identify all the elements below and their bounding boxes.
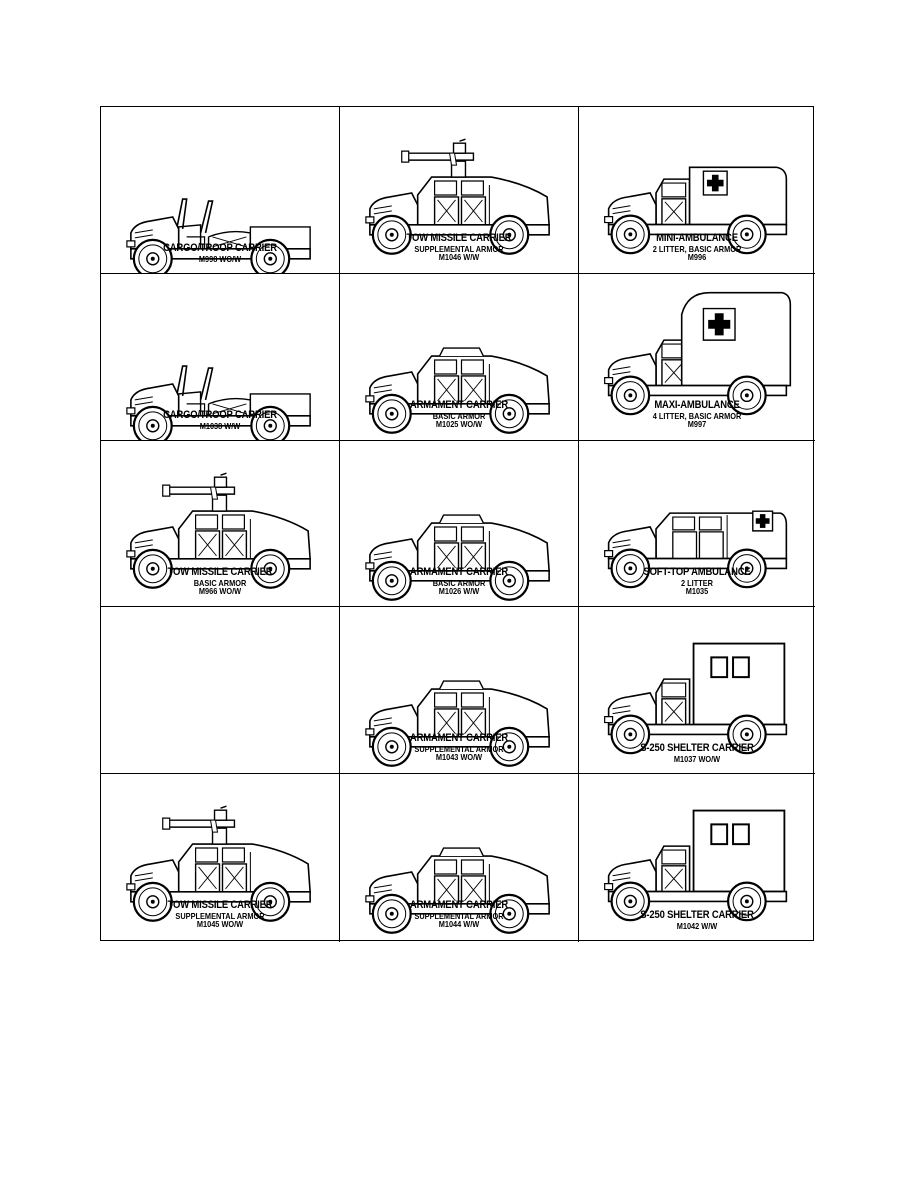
vehicle-illustration xyxy=(579,613,815,763)
vehicle-name: CARGO/TROOP CARRIER xyxy=(163,242,277,254)
vehicle-model: M996 xyxy=(687,252,707,263)
vehicle-config: BASIC ARMOR xyxy=(432,410,486,421)
vehicle-name: SOFT-TOP AMBULANCE xyxy=(643,566,751,578)
vehicle-model: M997 xyxy=(687,419,707,430)
vehicle-model: M1045 WO/W xyxy=(196,919,244,930)
vehicle-config: 4 LITTER, BASIC ARMOR xyxy=(652,410,742,421)
vehicle-name: ARMAMENT CARRIER xyxy=(409,732,509,744)
vehicle-illustration xyxy=(101,780,339,930)
vehicle-model: M1035 xyxy=(685,586,709,597)
vehicle-model: M1026 W/W xyxy=(438,586,480,597)
vehicle-illustration xyxy=(340,459,578,607)
vehicle-illustration xyxy=(579,113,815,263)
vehicle-config: SUPPLEMENTAL ARMOR xyxy=(414,743,504,754)
vehicle-model: M1046 W/W xyxy=(438,252,480,263)
vehicle-name: S-250 SHELTER CARRIER xyxy=(640,909,754,921)
vehicle-illustration xyxy=(101,137,339,273)
vehicle-model: M966 WO/W xyxy=(198,586,242,597)
vehicle-config: BASIC ARMOR xyxy=(432,577,486,588)
vehicle-name: TOW MISSILE CARRIER xyxy=(167,899,273,911)
vehicle-illustration xyxy=(340,292,578,441)
vehicle-model: M998 WO/W xyxy=(198,253,242,264)
vehicle-name: MINI-AMBULANCE xyxy=(656,232,738,244)
vehicle-model: M1037 WO/W xyxy=(673,753,721,764)
vehicle-name: CARGO/TROOP CARRIER xyxy=(163,409,277,421)
vehicle-name: MAXI-AMBULANCE xyxy=(654,399,740,411)
vehicle-illustration xyxy=(340,792,578,942)
vehicle-name: ARMAMENT CARRIER xyxy=(409,399,509,411)
vehicle-config: 2 LITTER xyxy=(681,577,713,588)
vehicle-model: M1043 WO/W xyxy=(435,752,483,763)
vehicle-name: TOW MISSILE CARRIER xyxy=(167,566,273,578)
vehicle-illustration xyxy=(579,447,815,597)
vehicle-model: M1038 W/W xyxy=(199,420,241,431)
vehicle-name: ARMAMENT CARRIER xyxy=(409,566,509,578)
vehicle-name: S-250 SHELTER CARRIER xyxy=(640,742,754,754)
vehicle-model: M1044 W/W xyxy=(438,919,480,930)
vehicle-config: SUPPLEMENTAL ARMOR xyxy=(414,910,504,921)
vehicle-name: ARMAMENT CARRIER xyxy=(409,899,509,911)
vehicle-illustration xyxy=(579,780,815,930)
vehicle-illustration xyxy=(101,304,339,440)
vehicle-model: M1042 W/W xyxy=(676,920,718,931)
vehicle-model: M1025 WO/W xyxy=(435,419,483,430)
vehicle-cell xyxy=(101,607,340,774)
vehicle-illustration xyxy=(579,274,815,424)
vehicle-illustration xyxy=(101,447,339,597)
vehicle-config: BASIC ARMOR xyxy=(193,577,247,588)
vehicle-config: SUPPLEMENTAL ARMOR xyxy=(175,910,265,921)
vehicle-config: 2 LITTER, BASIC ARMOR xyxy=(652,243,742,254)
vehicle-illustration xyxy=(340,625,578,774)
vehicle-config: SUPPLEMENTAL ARMOR xyxy=(414,243,504,254)
vehicle-name: TOW MISSILE CARRIER xyxy=(406,232,512,244)
vehicle-illustration xyxy=(340,113,578,263)
